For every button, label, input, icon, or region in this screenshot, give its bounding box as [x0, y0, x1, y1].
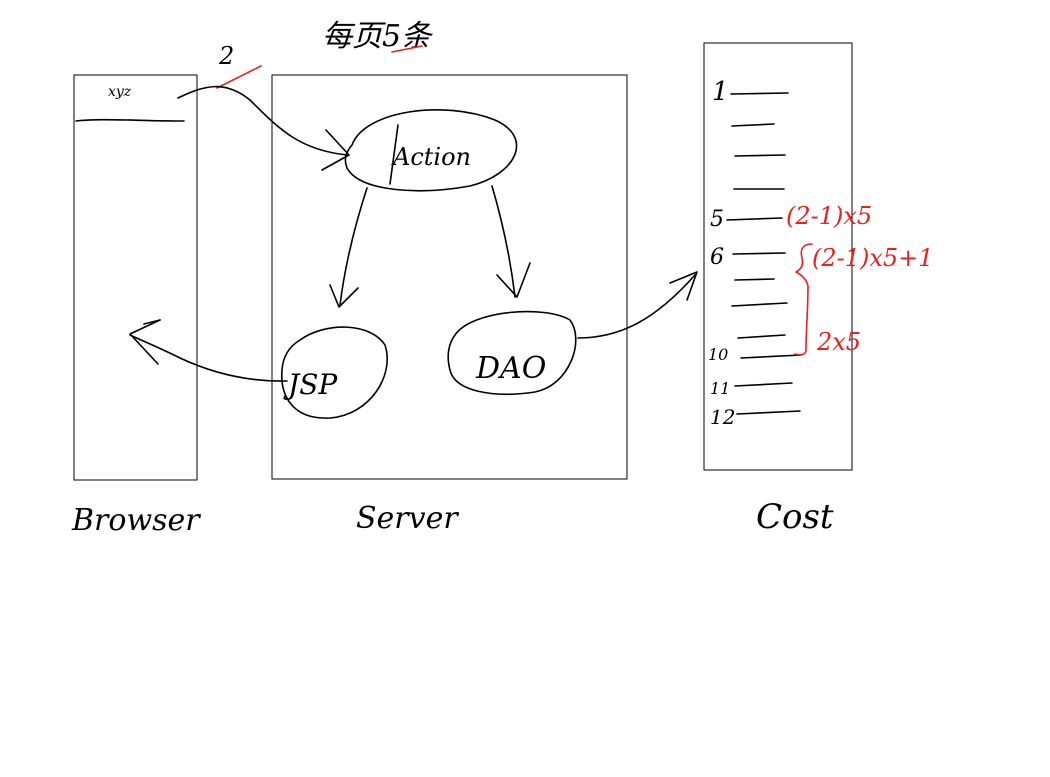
dao-label: DAO — [475, 351, 546, 386]
arrow-jsp-to-browser — [129, 334, 288, 382]
arrow-dao-to-db — [577, 274, 696, 339]
browser-label: Browser — [71, 503, 201, 538]
db-row-line — [726, 217, 783, 221]
dao-node — [447, 310, 577, 395]
server-label: Server — [356, 501, 459, 536]
browser-header-text: xyz — [108, 84, 132, 100]
db-box — [703, 42, 853, 471]
formula-start-row: (2-1)x5 — [786, 202, 872, 230]
server-box — [271, 74, 628, 480]
page-number-annotation: 2 — [218, 42, 234, 70]
db-row-line — [734, 154, 786, 157]
db-row-line — [732, 252, 786, 255]
action-label: Action — [391, 143, 471, 171]
browser-box — [73, 74, 198, 481]
formula-end-row: 2x5 — [816, 328, 861, 356]
browser-address-line — [75, 118, 185, 122]
db-row-line — [736, 410, 801, 415]
arrow-dao-to-db-head — [669, 271, 698, 301]
db-rows — [726, 92, 802, 415]
db-row-line — [734, 278, 775, 281]
jsp-node — [281, 326, 388, 419]
arrow-action-to-dao-head — [496, 262, 531, 298]
jsp-label: JSP — [283, 368, 338, 401]
db-row-line — [737, 334, 786, 339]
db-row-number: 1 — [712, 77, 729, 107]
arrow-browser-to-action — [177, 85, 348, 156]
db-row-number: 10 — [708, 345, 728, 364]
db-row-line — [734, 382, 793, 387]
page-number-strike — [216, 65, 262, 89]
arrow-browser-to-action-head — [321, 129, 350, 171]
action-node-stroke — [389, 124, 399, 185]
db-row-line — [740, 354, 802, 359]
arrow-jsp-to-browser-head — [129, 319, 161, 365]
db-label: Cost — [756, 497, 834, 537]
db-row-number: 6 — [710, 245, 724, 270]
db-row-number: 11 — [710, 379, 730, 398]
db-row-line — [730, 92, 789, 95]
db-row-line — [731, 302, 788, 307]
top-note-underline — [391, 45, 423, 53]
db-row-number: 12 — [710, 405, 735, 429]
arrow-action-to-jsp-head — [329, 284, 359, 308]
arrow-action-to-jsp — [339, 187, 368, 306]
range-brace — [794, 243, 813, 356]
action-node — [344, 109, 518, 192]
arrow-jsp-to-browser-tick — [143, 319, 161, 325]
arrow-action-to-dao — [491, 185, 516, 298]
formula-first-row: (2-1)x5+1 — [812, 244, 934, 272]
db-row-line — [731, 123, 775, 127]
top-note: 每页5条 — [322, 19, 433, 54]
db-row-number: 5 — [710, 207, 724, 232]
